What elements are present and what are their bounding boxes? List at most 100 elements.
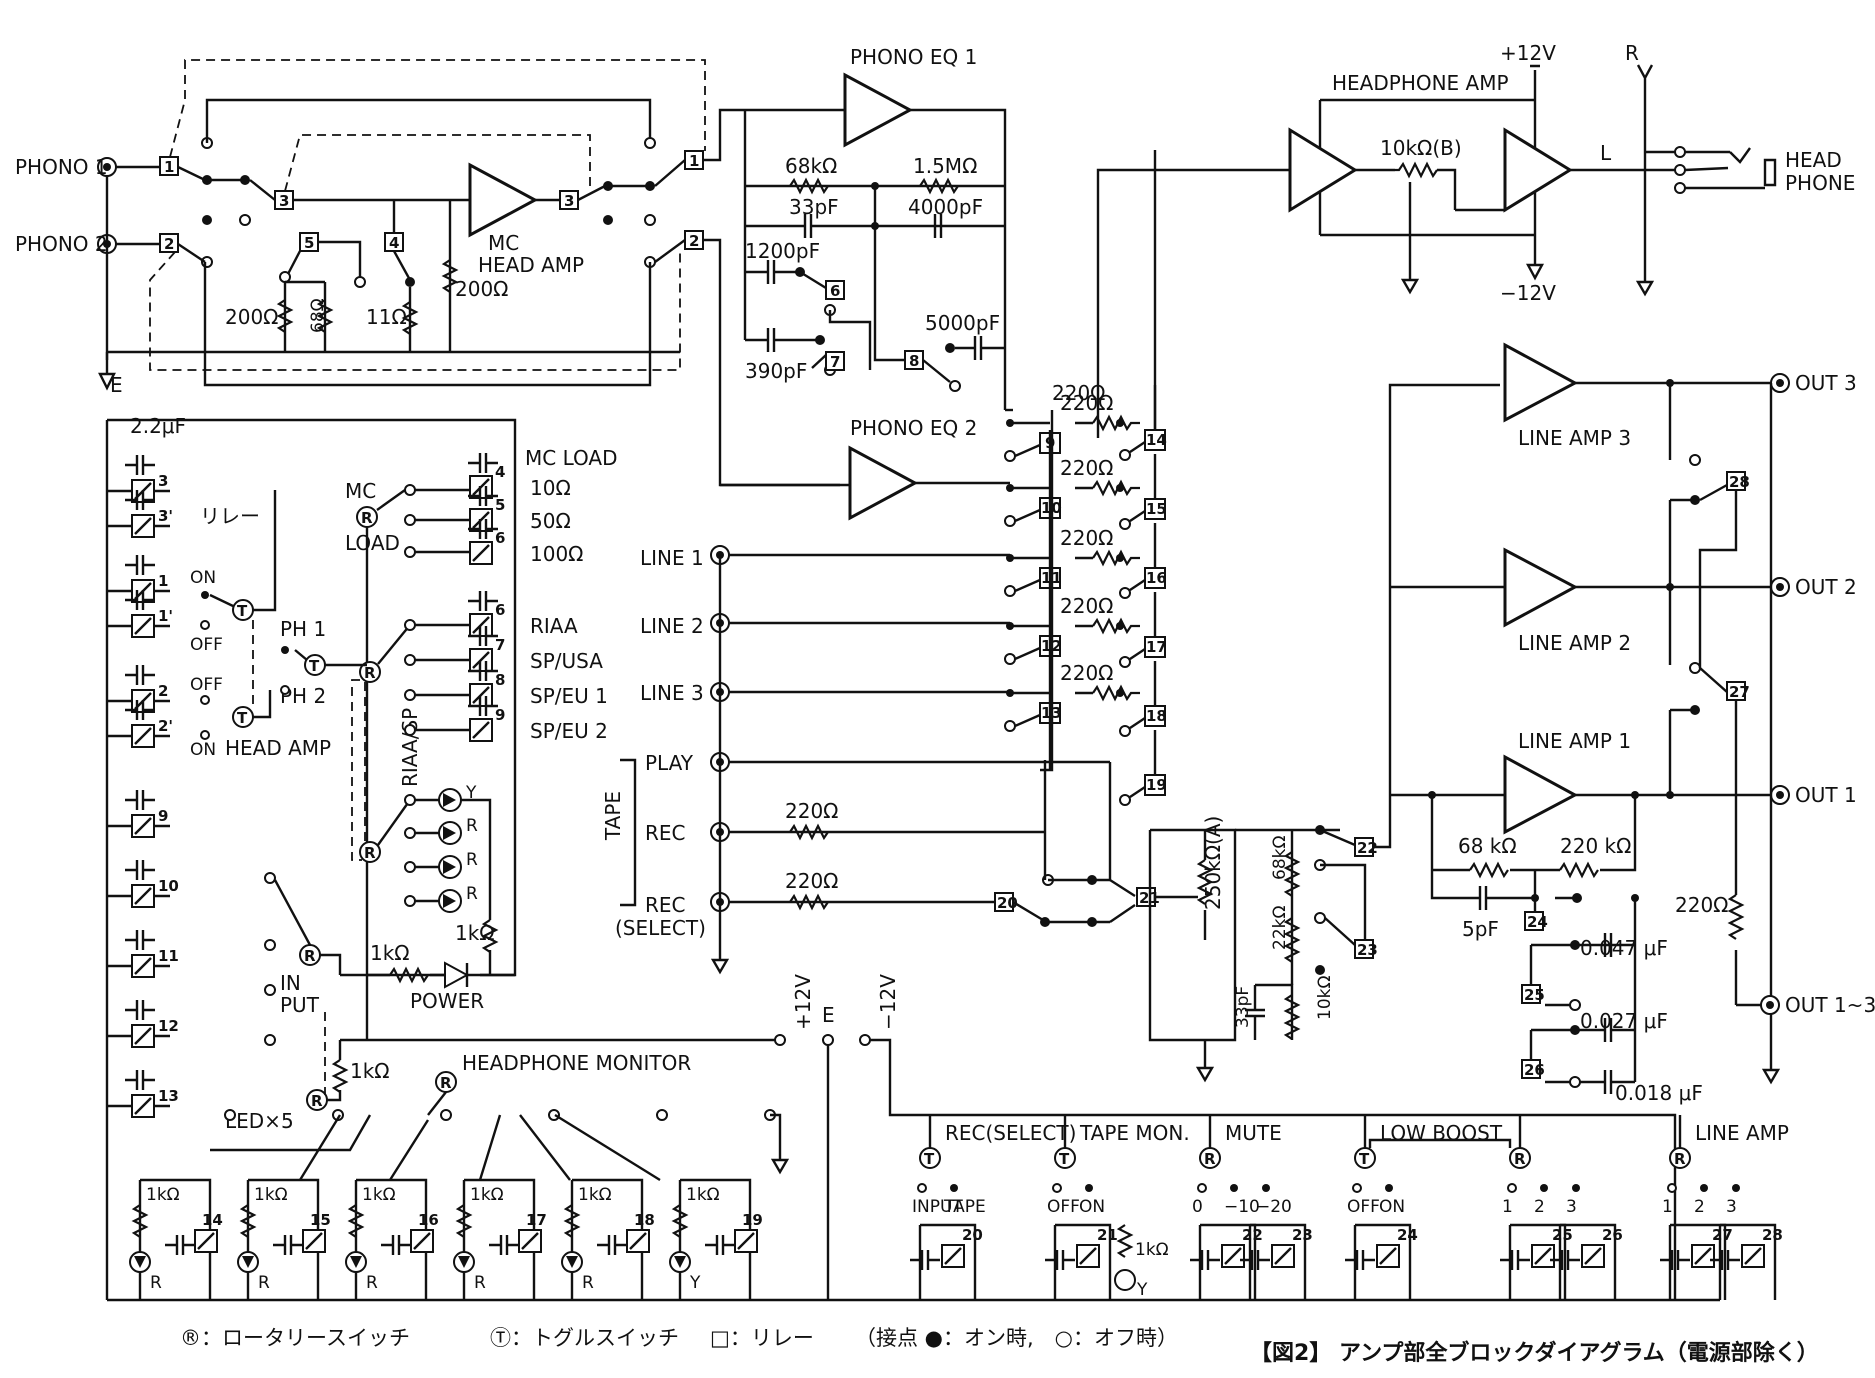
sel-arm-3: [1014, 646, 1041, 661]
ctrl-opt-5-1: [1700, 1184, 1708, 1192]
svg-text:R: R: [311, 1092, 323, 1110]
line-input-section: LINE 1 LINE 2 LINE 3 PLAY REC REC (SELEC…: [601, 545, 1110, 975]
relay-cap-6: [125, 790, 155, 810]
hp-cap-2: [381, 1235, 411, 1255]
ctrl-branch-3-0: [1353, 1223, 1412, 1300]
ctrl-label-1: TAPE MON.: [1079, 1121, 1190, 1145]
led-diode-3: [443, 894, 456, 908]
sel-arm-0: [1014, 443, 1041, 458]
relay-coil-10-slash: [134, 1097, 152, 1115]
hp-res-4: [563, 1204, 581, 1238]
relay-coil-label-4: 2: [158, 682, 168, 700]
r220k-label: 220 kΩ: [1560, 834, 1631, 858]
svg-text:3: 3: [279, 192, 289, 210]
hp-led-diode-0: [134, 1256, 146, 1268]
hp-led-color-4: R: [582, 1273, 594, 1293]
riaa-sp-label: RIAA/SP: [398, 708, 422, 787]
sel-rcontact-1: [1119, 518, 1131, 530]
mc-load-num-2: 6: [495, 529, 505, 547]
eq-mode-label-2: SP/EU 1: [530, 684, 608, 708]
hp-coil-3-slash: [521, 1232, 539, 1250]
ctrl-opt-label-0-0: INPUT: [912, 1197, 963, 1217]
ctrl-opt-label-2-0: 0: [1192, 1197, 1203, 1217]
ctrl-switch-type-0: T: [924, 1150, 935, 1168]
eq-mode-label-0: RIAA: [530, 614, 578, 638]
svg-text:5: 5: [304, 234, 314, 252]
ctrl-coil-num-2-0: 22: [1242, 1226, 1263, 1244]
relay-coil-label-8: 11: [158, 947, 179, 965]
hp-res-3: [455, 1204, 473, 1238]
sel-arm-1: [1014, 508, 1041, 523]
ctrl-switch-type-4: R: [1514, 1150, 1526, 1168]
mc-load-value-2: 100Ω: [530, 542, 583, 566]
ctrl-opt-label-5-1: 2: [1694, 1197, 1705, 1217]
ctrl-coil-num-5-0: 27: [1712, 1226, 1733, 1244]
led-color-3: R: [466, 884, 478, 904]
off-label-2: OFF: [190, 675, 223, 695]
ctrl-opt-2-2: [1262, 1184, 1270, 1192]
legend-toggle: Ⓣ：トグルスイッチ: [490, 1326, 679, 1350]
ctrl-label-2: MUTE: [1225, 1121, 1282, 1145]
c0018-label: 0.018 μF: [1615, 1081, 1703, 1105]
svg-text:T: T: [237, 602, 248, 620]
eq-mode-label-3: SP/EU 2: [530, 719, 608, 743]
r1k-led5-label: 1kΩ: [350, 1059, 390, 1083]
ctrl-switch-5: [1669, 1147, 1691, 1169]
sel-contact-3: [1004, 653, 1016, 665]
svg-text:7: 7: [830, 353, 840, 371]
relay-coil-label-1: 3': [158, 507, 173, 525]
bal-label: 10kΩ(B): [1380, 136, 1462, 160]
svg-text:R: R: [364, 844, 376, 862]
svg-text:26: 26: [1524, 1061, 1545, 1079]
relay-14-number: 14: [1146, 431, 1167, 449]
tape-mon-led-res: [1116, 1224, 1134, 1258]
eq-mode-label-1: SP/USA: [530, 649, 603, 673]
relay-coil-label-6: 9: [158, 807, 168, 825]
relay-cap-0: [125, 455, 155, 475]
svg-text:8: 8: [909, 352, 919, 370]
ctrl-opt-1-0: [1052, 1183, 1062, 1193]
ctrl-coil-num-2-1: 23: [1292, 1226, 1313, 1244]
relay-17-number: 17: [1146, 638, 1167, 656]
ctrl-switch-type-2: R: [1204, 1150, 1216, 1168]
relay-cap-9: [125, 1000, 155, 1020]
svg-text:6: 6: [830, 282, 840, 300]
ctrl-coil-5-1-slash: [1744, 1247, 1762, 1265]
sel-rnode-1: [1116, 484, 1124, 492]
hp-res-label-1: 1kΩ: [254, 1185, 288, 1205]
ctrl-switch-3: [1354, 1147, 1376, 1169]
hp-branch-4: [570, 1178, 644, 1300]
hp-branch-0: [138, 1178, 212, 1300]
relay-coil-label-10: 13: [158, 1087, 179, 1105]
hp-cap-1: [273, 1235, 303, 1255]
relay-label: リレー: [200, 504, 260, 528]
tape-mon-led: [1114, 1269, 1136, 1291]
relay-coil-3-slash: [134, 617, 152, 635]
phono2-label: PHONO 2: [15, 232, 108, 256]
ctrl-branch-1-0: [1053, 1223, 1112, 1300]
hp-contact-2: [440, 1109, 452, 1121]
led-diode-1: [443, 826, 456, 840]
r68k-c-label: 68 kΩ: [1458, 834, 1517, 858]
sel-rarm-4: [1129, 661, 1157, 729]
r220-rec: 220Ω: [785, 799, 838, 823]
line-amp2-label: LINE AMP 2: [1518, 631, 1631, 655]
relay-coil-label-2: 1: [158, 572, 168, 590]
svg-text:3: 3: [564, 192, 574, 210]
relay-16-number: 16: [1146, 569, 1167, 587]
in-label: IN: [280, 971, 301, 995]
r11-label: 11Ω: [366, 305, 407, 329]
relay-coil-6-slash: [134, 817, 152, 835]
boost-link: [1368, 1138, 1512, 1148]
r200a-label: 200Ω: [225, 305, 278, 329]
r22k-label: 22kΩ: [1270, 906, 1290, 950]
hp-coil-5-slash: [737, 1232, 755, 1250]
ctrl-opt-4-0: [1507, 1183, 1517, 1193]
sel-rcontact-2: [1119, 587, 1131, 599]
mc-label: MC: [345, 479, 376, 503]
sel-rarm-5: [1129, 730, 1157, 798]
c5000p-label: 5000pF: [925, 311, 1000, 335]
r68-label: 68Ω: [308, 298, 328, 333]
mc-load-cap-1: [468, 486, 498, 506]
